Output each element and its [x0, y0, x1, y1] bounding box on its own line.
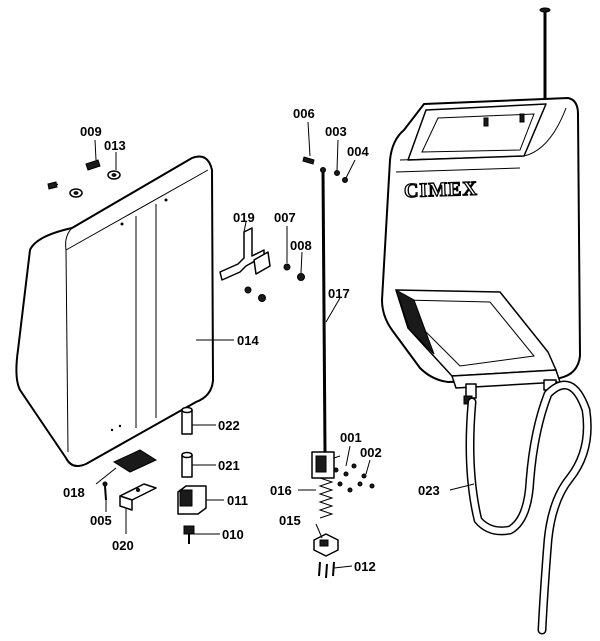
dispenser-housing: CIMEX — [381, 7, 581, 405]
label-022: 022 — [218, 418, 240, 433]
hose-023 — [465, 380, 592, 635]
nut-007 — [283, 263, 291, 271]
bracket-020 — [119, 483, 157, 511]
washer-008 — [297, 273, 305, 281]
brand-logo: CIMEX — [404, 178, 479, 203]
bolt-010 — [183, 525, 195, 544]
plate-018 — [112, 449, 158, 473]
screw-009 — [47, 159, 101, 190]
label-020: 020 — [112, 538, 134, 553]
washer-004 — [342, 177, 348, 183]
pin-022 — [181, 406, 193, 435]
label-017: 017 — [328, 286, 350, 301]
label-002: 002 — [360, 445, 382, 460]
label-005: 005 — [90, 513, 112, 528]
label-011: 011 — [227, 493, 248, 508]
label-016: 016 — [270, 483, 292, 498]
label-018: 018 — [63, 485, 85, 500]
washer-013 — [69, 170, 121, 198]
screw-005 — [102, 481, 108, 501]
label-019: 019 — [233, 210, 255, 225]
label-010: 010 — [222, 527, 244, 542]
rod-017 — [320, 167, 327, 453]
pin-021 — [181, 451, 193, 478]
label-004: 004 — [347, 144, 369, 159]
label-001: 001 — [340, 430, 362, 445]
block-015 — [313, 533, 339, 557]
hinge-assembly-016 — [311, 451, 341, 519]
nut-003 — [334, 170, 340, 176]
label-021: 021 — [218, 458, 240, 473]
label-006: 006 — [293, 106, 315, 121]
screws-001-002 — [333, 463, 375, 493]
part-labels: 009 013 006 003 004 019 007 008 017 014 … — [63, 106, 440, 574]
lid-cover-014 — [15, 155, 214, 467]
label-007: 007 — [274, 210, 296, 225]
label-008: 008 — [290, 238, 312, 253]
label-013: 013 — [104, 138, 126, 153]
leader-lines — [94, 121, 475, 569]
label-009: 009 — [80, 124, 102, 139]
label-003: 003 — [325, 124, 347, 139]
screw-006 — [302, 156, 315, 165]
label-014: 014 — [237, 333, 259, 348]
label-023: 023 — [418, 483, 440, 498]
label-012: 012 — [354, 559, 376, 574]
screws-012 — [318, 561, 335, 579]
bracket-019 — [219, 227, 271, 302]
hinge-block-011 — [177, 485, 207, 515]
label-015: 015 — [279, 513, 301, 528]
